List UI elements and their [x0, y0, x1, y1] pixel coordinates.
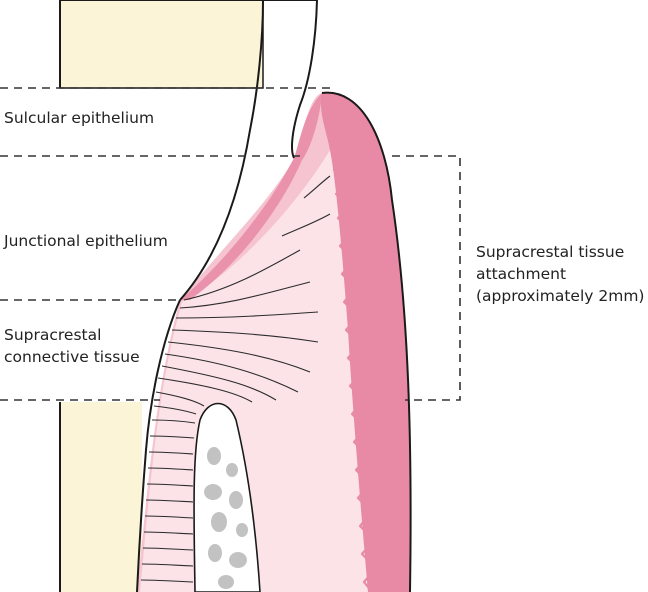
label-supracrestal-tissue-attachment: Supracrestal tissue attachment (approxim… [476, 241, 644, 307]
attachment-bracket [392, 155, 461, 401]
gingival-fibers [140, 175, 331, 583]
label-line: Supracrestal [4, 326, 102, 344]
reference-dashed-lines [0, 87, 461, 401]
label-junctional-epithelium: Junctional epithelium [4, 232, 168, 250]
bone-marrow-spaces [204, 447, 248, 589]
label-supracrestal-connective-tissue: Supracrestal connective tissue [4, 324, 140, 368]
label-line: attachment [476, 265, 567, 283]
oral-epithelium [320, 92, 411, 592]
rete-pegs-line [329, 147, 378, 592]
label-sulcular-epithelium: Sulcular epithelium [4, 109, 155, 127]
enamel-crown-area [59, 0, 264, 89]
label-line: Supracrestal tissue [476, 243, 625, 261]
label-line: (approximately 2mm) [476, 287, 645, 305]
enamel-root-area [60, 402, 142, 592]
tooth-outline [59, 0, 412, 592]
label-line: connective tissue [4, 348, 140, 366]
